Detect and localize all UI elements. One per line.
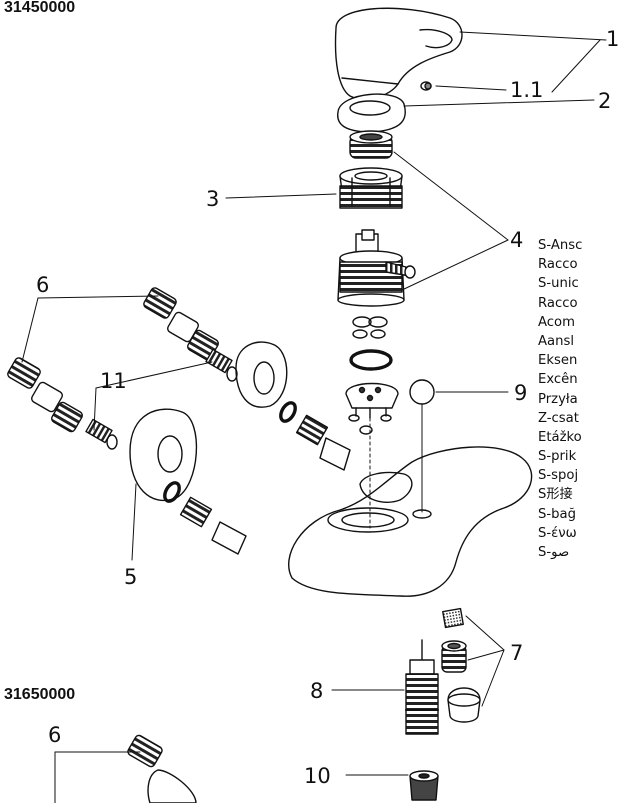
threaded-insert bbox=[349, 130, 393, 159]
model-number-bottom: 31650000 bbox=[4, 686, 76, 703]
base-disc bbox=[345, 382, 399, 419]
callout-10: 10 bbox=[304, 764, 331, 788]
small-seals bbox=[352, 316, 388, 339]
callout-1-1: 1.1 bbox=[510, 78, 543, 102]
end-plug bbox=[409, 770, 439, 801]
model-number-top: 31450000 bbox=[4, 0, 76, 16]
language-label: S-ένω bbox=[538, 525, 577, 541]
callout-6-top: 6 bbox=[36, 273, 49, 297]
diverter-cartridge bbox=[405, 639, 439, 735]
language-label: Z-csat bbox=[538, 410, 579, 426]
callout-5: 5 bbox=[124, 565, 137, 589]
grub-screw bbox=[420, 81, 432, 91]
language-label: S-unic bbox=[538, 276, 579, 292]
language-label: S-صو bbox=[538, 545, 570, 560]
language-label-list: S-Ansc Racco S-unic Racco Acom Aansl Eks… bbox=[538, 236, 619, 562]
cartridge bbox=[337, 229, 416, 307]
callout-8: 8 bbox=[310, 679, 323, 703]
callout-4: 4 bbox=[510, 228, 523, 252]
callout-1: 1 bbox=[606, 27, 619, 51]
leader-lines bbox=[21, 31, 607, 803]
language-label: Acom bbox=[538, 314, 575, 330]
language-label: S-spoj bbox=[538, 468, 579, 484]
o-ring-large bbox=[349, 349, 393, 371]
language-label: Przyła bbox=[538, 391, 578, 407]
language-label: S-bağ bbox=[538, 506, 576, 522]
s-union-lower bbox=[7, 357, 83, 433]
language-label: Eksen bbox=[538, 353, 578, 369]
cover-cap bbox=[337, 93, 406, 133]
cartridge-nut bbox=[339, 167, 403, 209]
cover-button bbox=[409, 379, 435, 405]
aerator-housing bbox=[441, 640, 467, 673]
callout-11: 11 bbox=[100, 369, 127, 393]
language-label: Etážko bbox=[538, 429, 582, 445]
language-label: Aansl bbox=[538, 333, 574, 349]
aerator-mesh bbox=[442, 607, 464, 629]
mixer-body bbox=[288, 446, 533, 597]
language-label: Racco bbox=[538, 295, 578, 311]
callout-9: 9 bbox=[514, 381, 527, 405]
lever-handle bbox=[334, 7, 463, 100]
language-label: S-Ansc bbox=[538, 238, 583, 253]
s-union-upper bbox=[143, 287, 219, 361]
language-label: S-prik bbox=[538, 449, 577, 465]
callout-6-bottom: 6 bbox=[48, 723, 61, 747]
s-union-second-model bbox=[127, 734, 197, 803]
callout-7: 7 bbox=[510, 641, 523, 665]
callout-2: 2 bbox=[598, 89, 611, 113]
escutcheon-left bbox=[129, 408, 198, 502]
escutcheon-right bbox=[235, 341, 288, 408]
language-label: Excên bbox=[538, 372, 578, 388]
strainer-upper bbox=[205, 348, 233, 374]
aerator-insert bbox=[447, 687, 481, 723]
callout-3: 3 bbox=[206, 187, 219, 211]
language-label: Racco bbox=[538, 257, 578, 273]
language-label: S形接 bbox=[538, 487, 573, 503]
